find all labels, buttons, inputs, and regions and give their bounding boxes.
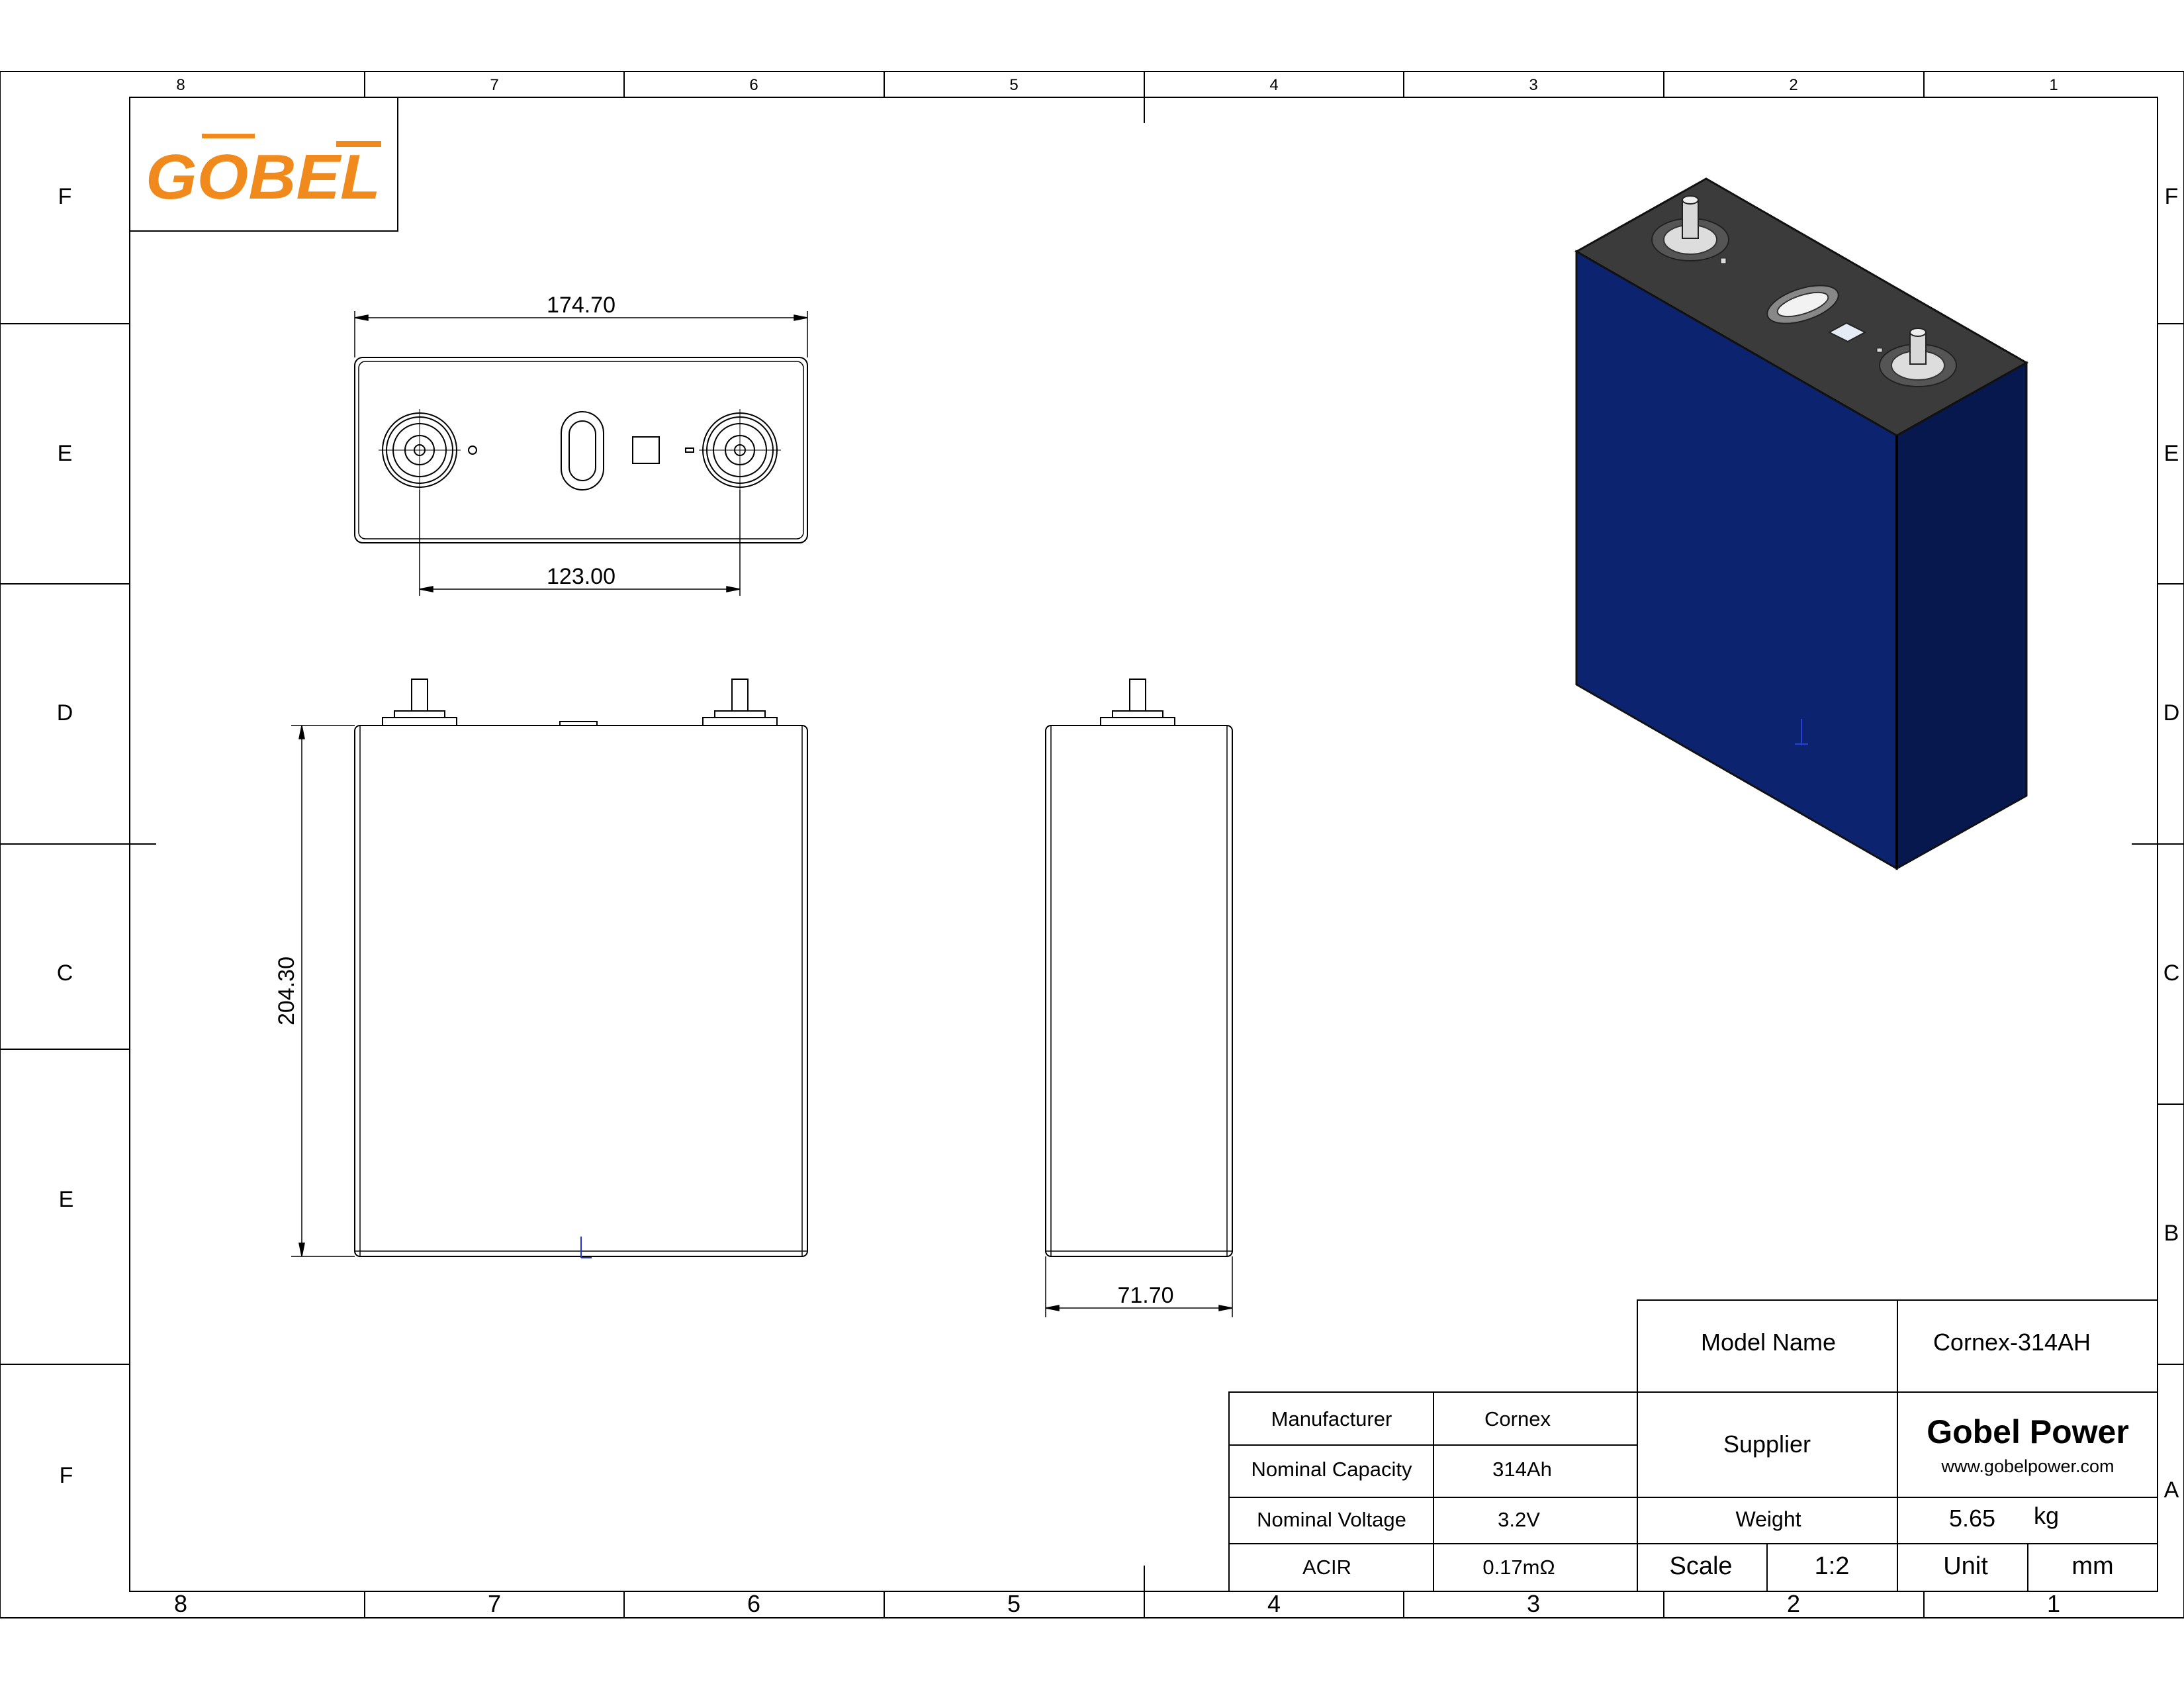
sheet-frame [0, 71, 2184, 1618]
nominal-voltage-label: Nominal Voltage [1257, 1508, 1406, 1531]
unit-label: Unit [1943, 1552, 1988, 1580]
zone-label-top: 5 [1009, 76, 1018, 94]
weight-label: Weight [1735, 1507, 1801, 1531]
iso-qr-code [1827, 322, 1867, 343]
zone-label-bottom: 5 [1007, 1590, 1021, 1617]
front-view [291, 679, 808, 1257]
zone-label-top: 1 [2049, 76, 2058, 94]
thickness-dimension [1045, 1256, 1233, 1317]
side-view [1045, 679, 1233, 1317]
zone-label-right: D [2163, 700, 2180, 726]
width-dimension-label: 174.70 [547, 293, 615, 318]
zone-label-bottom: 1 [2047, 1590, 2060, 1617]
width-dimension [354, 311, 808, 357]
logo-text: GOBEL [146, 142, 381, 212]
negative-terminal-front [702, 679, 778, 726]
zone-label-bottom: 8 [174, 1590, 187, 1617]
positive-terminal-front [382, 679, 457, 726]
negative-terminal-top [699, 409, 781, 491]
qr-code-square [632, 436, 660, 464]
minus-mark [685, 447, 694, 453]
logo-block: GOBEL [129, 97, 398, 232]
top-zone-labels: 8 7 6 5 4 3 2 1 [176, 76, 2058, 94]
bottom-zone-labels: 8 7 6 5 4 3 2 1 [174, 1590, 2060, 1617]
zone-label-bottom: 7 [488, 1590, 501, 1617]
plus-mark [468, 445, 477, 455]
safety-vent [561, 411, 604, 491]
model-name-value: Cornex-314AH [1933, 1329, 2091, 1356]
zone-label-bottom: 6 [747, 1590, 760, 1617]
zone-label-left: C [57, 961, 73, 986]
scale-label: Scale [1669, 1552, 1732, 1580]
zone-label-bottom: 2 [1787, 1590, 1800, 1617]
right-zone-labels: F E D C B A [2163, 184, 2180, 1503]
isometric-view [1574, 177, 2029, 870]
zone-label-top: 8 [176, 76, 185, 94]
supplier-url: www.gobelpower.com [1940, 1456, 2114, 1476]
iso-safety-vent [1766, 285, 1839, 324]
model-name-label: Model Name [1701, 1329, 1836, 1356]
zone-label-top: 7 [490, 76, 498, 94]
supplier-label: Supplier [1723, 1430, 1811, 1458]
zone-label-top: 6 [749, 76, 758, 94]
supplier-name: Gobel Power [1927, 1413, 2129, 1450]
zone-label-right: C [2163, 961, 2180, 986]
height-dimension [291, 725, 355, 1257]
title-block [1228, 1299, 2158, 1592]
zone-label-bottom: 4 [1267, 1590, 1281, 1617]
zone-label-left: F [58, 184, 72, 209]
terminal-spacing-label: 123.00 [547, 564, 615, 589]
cell-side-face [1895, 361, 2028, 870]
origin-marker-iso [1795, 719, 1808, 745]
positive-terminal-top [379, 409, 461, 491]
manufacturer-label: Manufacturer [1271, 1407, 1392, 1430]
zone-label-right: F [2165, 184, 2179, 209]
left-zone-labels: F E D C E F [57, 184, 74, 1488]
zone-label-top: 3 [1529, 76, 1537, 94]
iso-terminal-negative [1879, 328, 1957, 387]
acir-label: ACIR [1302, 1556, 1351, 1579]
unit-value: mm [2071, 1552, 2113, 1580]
zone-label-right: E [2164, 441, 2179, 466]
gobel-logo: GOBEL [146, 134, 381, 212]
zone-label-top: 2 [1789, 76, 1797, 94]
zone-label-right: B [2164, 1221, 2179, 1246]
zone-label-left: D [57, 700, 73, 726]
terminal-spacing-dimension [419, 490, 741, 596]
zone-label-left: E [59, 1187, 74, 1212]
weight-unit: kg [2034, 1502, 2059, 1529]
weight-value: 5.65 [1949, 1505, 1995, 1532]
nominal-capacity-label: Nominal Capacity [1251, 1458, 1412, 1481]
scale-value: 1:2 [1815, 1552, 1850, 1580]
top-view [354, 311, 808, 596]
zone-label-left: F [60, 1463, 73, 1488]
title-block-text: Model Name Cornex-314AH Manufacturer Cor… [1251, 1329, 2129, 1580]
nominal-voltage-value: 3.2V [1498, 1508, 1540, 1531]
iso-terminal-positive [1651, 195, 1729, 261]
origin-marker-front [580, 1237, 592, 1258]
nominal-capacity-value: 314Ah [1492, 1458, 1552, 1481]
manufacturer-value: Cornex [1484, 1407, 1551, 1430]
zone-label-right: A [2164, 1477, 2179, 1503]
height-dimension-label: 204.30 [274, 957, 299, 1025]
zone-label-left: E [58, 441, 73, 466]
zone-label-bottom: 3 [1527, 1590, 1540, 1617]
thickness-dimension-label: 71.70 [1117, 1283, 1173, 1308]
terminal-side [1100, 679, 1175, 726]
acir-value: 0.17mΩ [1482, 1556, 1555, 1579]
zone-label-top: 4 [1269, 76, 1278, 94]
